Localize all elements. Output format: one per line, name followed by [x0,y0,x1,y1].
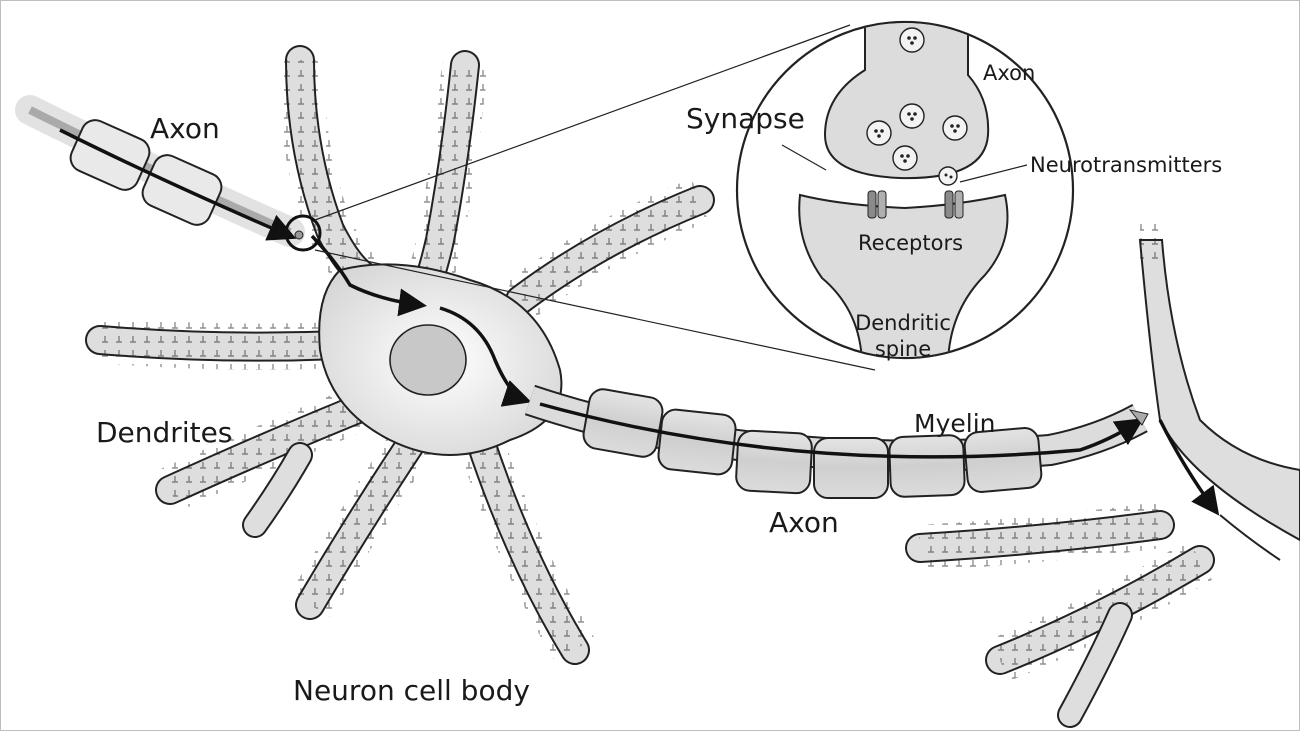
label-axon-inset: Axon [983,61,1035,85]
label-cell-body: Neuron cell body [293,674,530,707]
vesicles [866,27,968,186]
label-dendritic-spine-2: spine [875,337,931,361]
receptors [867,190,964,219]
myelin-segment [888,434,966,498]
label-myelin: Myelin [914,409,995,438]
myelin-segment [963,427,1043,493]
outgoing-axon [524,384,1149,499]
label-synapse: Synapse [686,102,805,135]
cell-body [318,263,563,456]
label-dendritic-spine-1: Dendritic [855,311,951,335]
label-dendrites: Dendrites [96,416,232,449]
receiving-neuron [905,220,1300,728]
synapse-inset [735,20,1075,360]
zoom-line-bottom [314,249,876,371]
myelin-sheath [582,388,1043,499]
synapse-leader [781,144,827,171]
incoming-axon [15,95,305,247]
label-axon-outgoing: Axon [769,506,839,539]
signal-path-hillock [439,306,532,407]
signal-path-soma [310,234,427,317]
dendritic-spine [798,193,1009,357]
signal-path-axon [539,402,1144,459]
myelin-segment [813,437,889,499]
myelin-segment [735,429,813,495]
synapse-highlight-ring [284,214,322,252]
label-axon-incoming: Axon [150,112,220,145]
neurotransmitters-leader [959,164,1028,183]
myelin-segment [657,408,737,476]
label-receptors: Receptors [858,231,963,255]
label-neurotransmitters: Neurotransmitters [1030,153,1222,177]
nucleus [389,324,467,396]
zoom-line-top [314,24,851,221]
